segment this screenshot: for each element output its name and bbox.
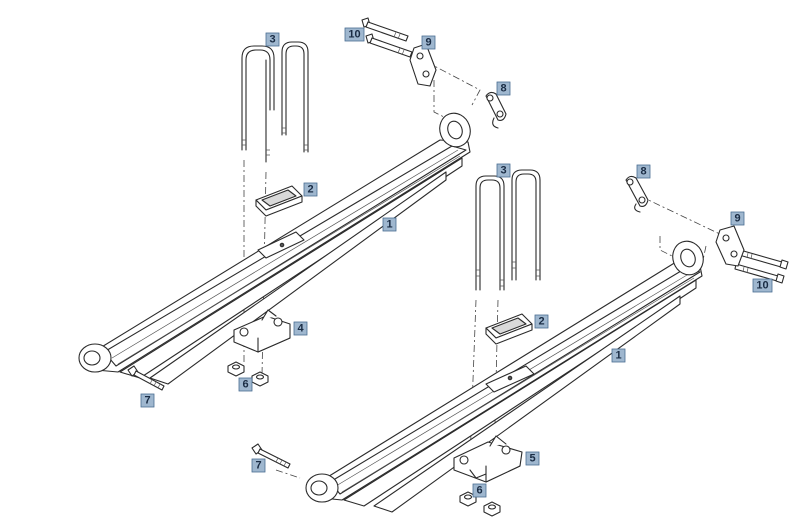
right-nuts xyxy=(459,491,501,517)
right-lower-plate xyxy=(453,435,523,483)
callout-label: 1 xyxy=(615,350,621,362)
callout-label: 6 xyxy=(242,379,248,391)
right-pad xyxy=(485,313,533,345)
callout-label: 3 xyxy=(500,165,506,177)
callout-label: 2 xyxy=(538,316,544,328)
callout-label: 8 xyxy=(500,83,506,95)
left-shackle-8 xyxy=(485,91,507,129)
left-bolt-7 xyxy=(127,365,165,391)
left-assembly xyxy=(78,17,507,391)
left-lower-plate xyxy=(233,309,291,353)
callout-right-10: 10 xyxy=(752,278,773,293)
callout-label: 8 xyxy=(640,166,646,178)
callout-left-8: 8 xyxy=(496,81,511,96)
callout-left-7: 7 xyxy=(140,393,155,408)
callout-right-9: 9 xyxy=(730,211,745,226)
right-u-bolts xyxy=(475,169,541,291)
callout-label: 6 xyxy=(476,485,482,497)
callout-left-4: 4 xyxy=(293,321,308,336)
callout-label: 9 xyxy=(425,37,431,49)
callout-label: 9 xyxy=(734,213,740,225)
left-leaf-spring xyxy=(78,112,471,385)
left-nuts xyxy=(227,361,269,387)
right-bolt-7 xyxy=(251,443,291,469)
callout-left-9: 9 xyxy=(421,35,436,50)
callout-left-3: 3 xyxy=(265,32,280,47)
callout-right-2: 2 xyxy=(534,314,549,329)
right-bolts-10 xyxy=(734,249,789,284)
callout-label: 7 xyxy=(144,395,150,407)
callout-right-8: 8 xyxy=(636,164,651,179)
callout-left-2: 2 xyxy=(303,182,318,197)
callout-right-5: 5 xyxy=(525,451,540,466)
left-bracket-9 xyxy=(409,43,437,87)
right-leaf-spring xyxy=(305,240,704,513)
callout-label: 1 xyxy=(386,219,392,231)
right-assembly xyxy=(251,169,789,517)
right-shackle-8 xyxy=(625,175,649,213)
callout-right-7: 7 xyxy=(251,458,266,473)
callouts: 3 10 9 8 2 1 4 6 xyxy=(140,27,773,498)
callout-right-3: 3 xyxy=(496,163,511,178)
callout-label: 4 xyxy=(297,323,304,335)
callout-label: 3 xyxy=(269,34,275,46)
callout-label: 5 xyxy=(529,453,535,465)
callout-left-6: 6 xyxy=(238,377,253,392)
callout-left-10: 10 xyxy=(344,27,365,42)
left-pad xyxy=(255,185,303,217)
callout-label: 10 xyxy=(348,29,360,41)
left-u-bolts xyxy=(241,41,309,163)
right-bracket-9 xyxy=(715,225,745,267)
callout-label: 10 xyxy=(756,280,768,292)
callout-label: 7 xyxy=(255,460,261,472)
callout-right-1: 1 xyxy=(611,348,626,363)
left-bolts-10 xyxy=(361,17,413,58)
callout-left-1: 1 xyxy=(382,217,397,232)
callout-right-6: 6 xyxy=(472,483,487,498)
callout-label: 2 xyxy=(307,184,313,196)
